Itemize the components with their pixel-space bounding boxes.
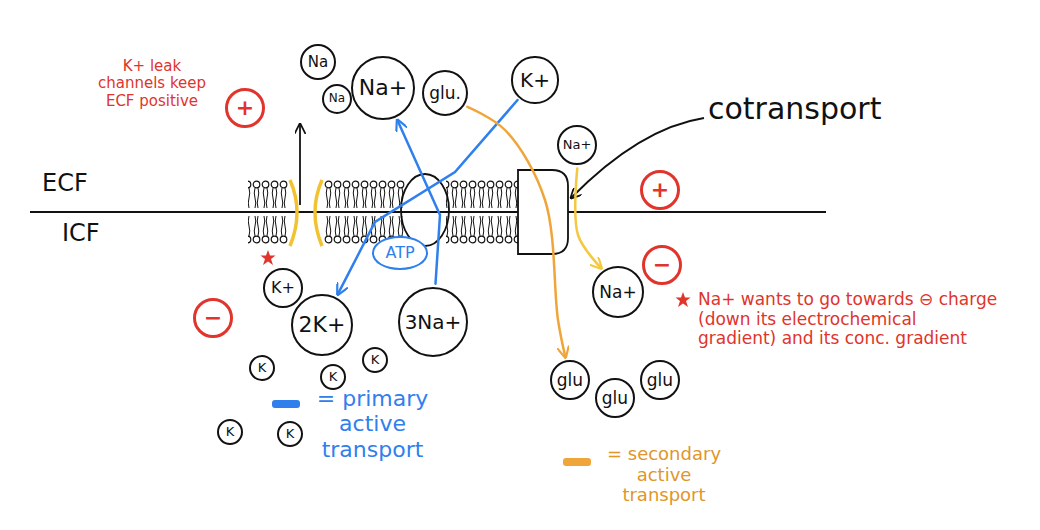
ion-circle: K+: [511, 56, 558, 103]
transport-arrow: [338, 100, 518, 294]
ion-circle: Na: [300, 44, 336, 80]
molecule-circle: glu: [550, 360, 590, 400]
leak-channel: [315, 180, 322, 246]
node-text: Na+: [599, 283, 636, 302]
node-text: −: [653, 253, 671, 277]
note-text: K+ leak channels keep ECF positive: [88, 58, 216, 110]
node-text: K: [371, 353, 380, 367]
node-text: +: [236, 96, 254, 120]
node-text: glu: [647, 371, 673, 390]
legend-swatch: [272, 400, 300, 408]
node-text: 2K+: [299, 313, 346, 337]
node-text: Na: [329, 92, 345, 105]
atp-ellipse: ATP: [372, 236, 427, 270]
transport-arrow: [467, 107, 565, 357]
leak-channel: [290, 180, 297, 246]
ion-circle: Na+: [351, 56, 415, 120]
lipid-bilayer: [446, 212, 518, 244]
node-text: K: [329, 370, 338, 384]
charge-circle: +: [640, 170, 680, 210]
pump-protein: [401, 174, 449, 246]
legend-swatch: [563, 458, 591, 466]
node-text: glu.: [429, 84, 461, 103]
node-text: K+: [271, 279, 295, 297]
lipid-bilayer: [324, 180, 405, 212]
charge-circle: −: [642, 245, 682, 285]
star-mark: [261, 250, 276, 265]
star-mark: [676, 292, 691, 307]
ion-circle: Na: [322, 84, 352, 114]
ion-circle: K+: [263, 268, 303, 308]
ion-circle: Na+: [592, 266, 644, 318]
charge-circle: +: [225, 88, 265, 128]
ion-circle: 3Na+: [398, 287, 469, 358]
node-text: Na+: [563, 138, 592, 152]
ion-circle: Na+: [557, 125, 598, 166]
legend-text: = primary active transport: [305, 386, 440, 462]
node-text: −: [204, 306, 222, 330]
node-text: Na+: [359, 76, 407, 100]
lipid-bilayer: [248, 180, 288, 212]
node-text: ATP: [385, 244, 414, 262]
lipid-bilayer: [248, 212, 288, 244]
cotransporter-protein: [518, 170, 568, 254]
node-text: K+: [520, 69, 550, 91]
node-text: Na: [308, 54, 328, 71]
charge-circle: −: [193, 298, 233, 338]
region-label: ICF: [62, 220, 100, 248]
ion-circle: K: [277, 421, 304, 448]
node-text: glu: [557, 371, 583, 390]
molecule-circle: glu.: [422, 70, 469, 117]
leak-arrow: [299, 124, 301, 205]
membrane-line: [30, 211, 826, 213]
node-text: K: [226, 425, 235, 439]
node-text: glu: [602, 389, 628, 408]
ion-circle: K: [362, 347, 389, 374]
node-text: +: [651, 178, 669, 202]
callout-label: cotransport: [708, 92, 881, 127]
legend-text: = secondary active transport: [594, 444, 734, 506]
molecule-circle: glu: [640, 360, 680, 400]
lipid-bilayer: [446, 180, 518, 212]
ion-circle: K: [217, 419, 244, 446]
ion-circle: K: [249, 355, 276, 382]
transport-arrow: [575, 168, 601, 268]
node-text: K: [286, 427, 295, 441]
region-label: ECF: [42, 170, 88, 198]
ion-circle: 2K+: [291, 294, 354, 357]
note-text: Na+ wants to go towards ⊖ charge (down i…: [698, 290, 998, 349]
node-text: K: [258, 361, 267, 375]
molecule-circle: glu: [595, 378, 635, 418]
node-text: 3Na+: [405, 311, 462, 333]
